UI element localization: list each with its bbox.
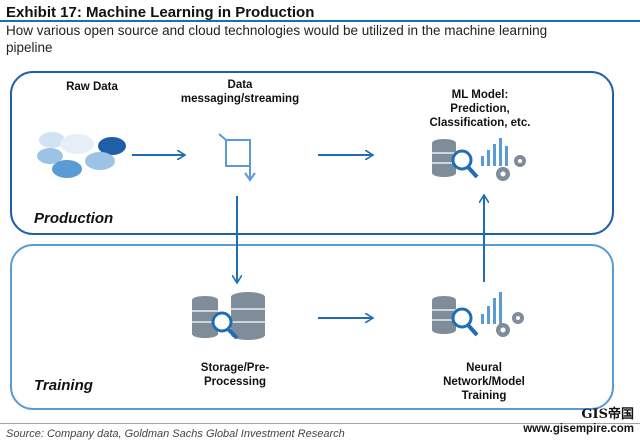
watermark: GIS帝国 www.gisempire.com xyxy=(523,408,634,436)
ml-model-label: ML Model: Prediction, Classification, et… xyxy=(410,88,550,130)
training-section-label: Training xyxy=(34,377,93,394)
source-note: Source: Company data, Goldman Sachs Glob… xyxy=(6,428,345,440)
storage-icon xyxy=(192,292,265,340)
production-box xyxy=(10,71,614,235)
storage-label: Storage/Pre- Processing xyxy=(175,361,295,389)
neural-line-1: Neural xyxy=(466,362,502,374)
watermark-url: www.gisempire.com xyxy=(523,423,634,435)
storage-line-2: Processing xyxy=(204,376,266,388)
production-section-label: Production xyxy=(34,210,114,227)
ml-model-line-2: Prediction, xyxy=(450,103,510,115)
exhibit-subtitle: How various open source and cloud techno… xyxy=(6,23,548,55)
data-streaming-icon xyxy=(218,133,256,182)
messaging-label: Data messaging/streaming xyxy=(170,78,310,106)
ml-model-line-1: ML Model: xyxy=(451,89,509,101)
messaging-line-1: Data xyxy=(227,79,253,91)
raw-data-icon xyxy=(37,132,126,178)
messaging-line-2: messaging/streaming xyxy=(180,93,300,105)
neural-line-2: Network/Model xyxy=(443,376,525,388)
neural-network-icon xyxy=(432,292,524,337)
watermark-brand: GIS帝国 xyxy=(581,407,634,422)
title-rule xyxy=(0,20,640,22)
raw-data-label: Raw Data xyxy=(52,80,132,94)
ml-model-icon xyxy=(432,138,526,181)
exhibit-title: Exhibit 17: Machine Learning in Producti… xyxy=(6,4,315,21)
training-box xyxy=(10,244,614,410)
neural-line-3: Training xyxy=(461,390,507,402)
storage-line-1: Storage/Pre- xyxy=(200,362,270,374)
ml-model-line-3: Classification, etc. xyxy=(429,117,531,129)
neural-label: Neural Network/Model Training xyxy=(420,361,548,403)
raw-data-text: Raw Data xyxy=(66,81,118,93)
footer-rule xyxy=(0,423,640,424)
